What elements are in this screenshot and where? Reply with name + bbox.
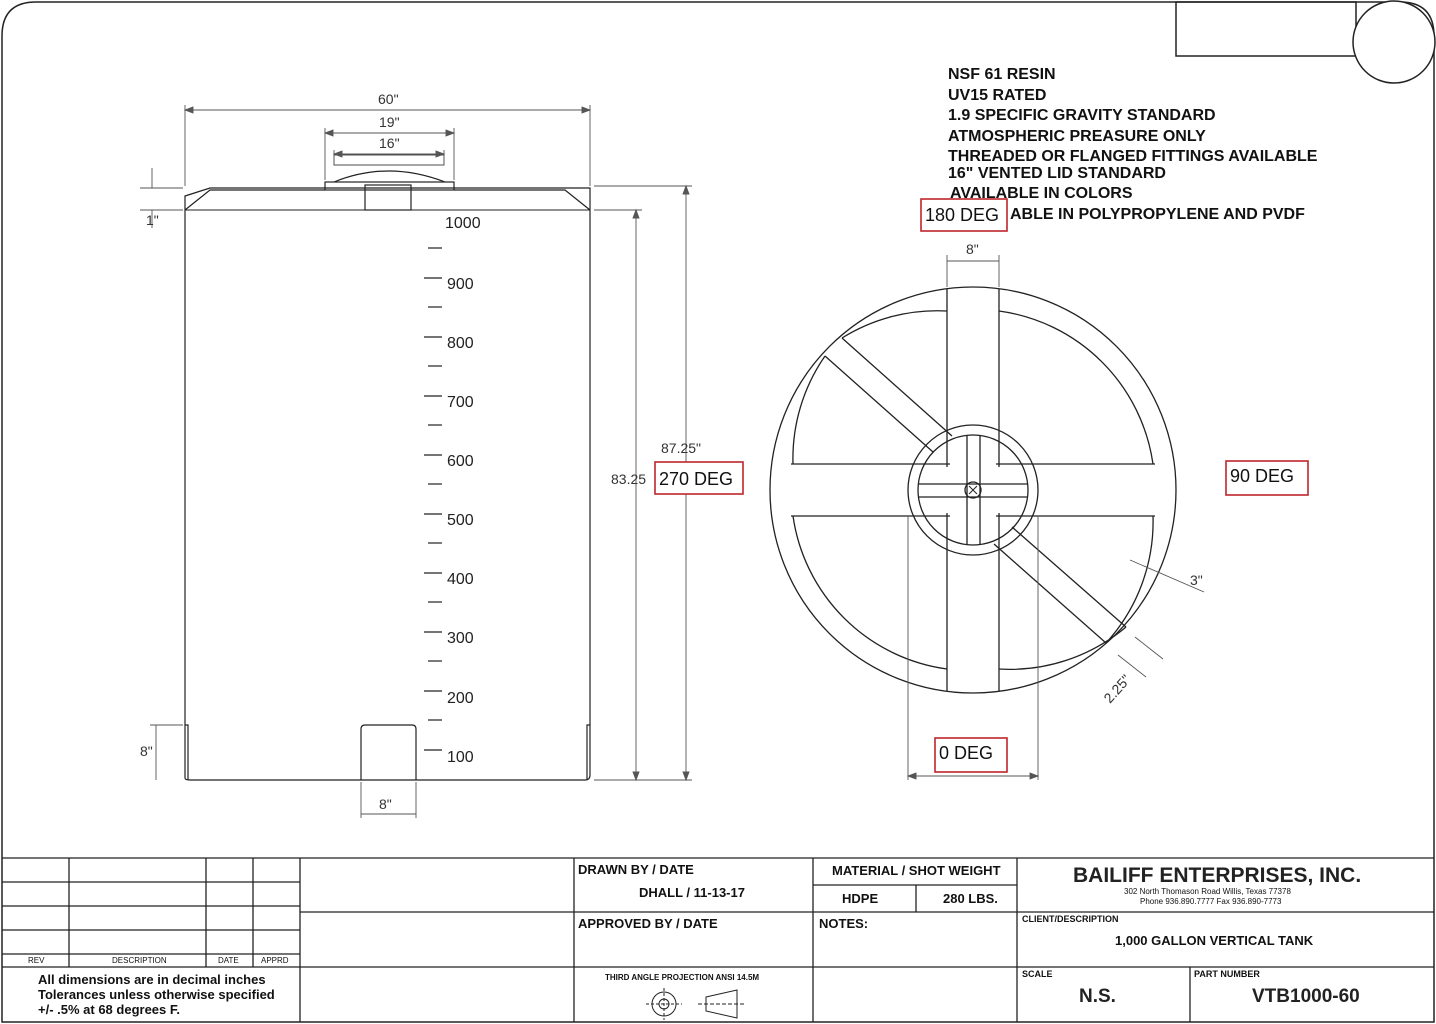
tolerance-line: Tolerances unless otherwise specified: [38, 987, 275, 1002]
tank-top-outline: [184, 187, 591, 210]
dim-rib-spacing: 2.25": [1100, 671, 1133, 706]
rev-description-header: DESCRIPTION: [112, 956, 167, 965]
deg-marker-box: [1225, 460, 1309, 496]
grad-label: 100: [447, 749, 474, 766]
dim-lid-inner: 16": [379, 135, 400, 151]
client-label: CLIENT/DESCRIPTION: [1022, 914, 1119, 924]
tolerance-line: +/- .5% at 68 degrees F.: [38, 1002, 180, 1017]
note-line: 16" VENTED LID STANDARD: [948, 165, 1166, 182]
inner-rim: [792, 310, 1154, 670]
deg-marker-box: [934, 737, 1008, 773]
manway-cross: [918, 435, 1028, 545]
dim-lid-outer: 19": [379, 114, 400, 130]
spec-notes: NSF 61 RESIN UV15 RATED 1.9 SPECIFIC GRA…: [948, 66, 1318, 223]
rib-diagonal: [824, 337, 1127, 644]
note-line: UV15 RATED: [948, 87, 1046, 104]
tolerance-line: All dimensions are in decimal inches: [38, 972, 266, 987]
rev-date-header: DATE: [218, 956, 239, 965]
graduation-ticks: [424, 247, 442, 751]
leg-cutout-center: [360, 724, 417, 780]
grad-label: 300: [447, 630, 474, 647]
manway-neck: [364, 184, 412, 211]
material-value: HDPE: [842, 891, 878, 906]
scale-value: N.S.: [1079, 986, 1116, 1007]
top-view: [769, 286, 1177, 694]
notes-label: NOTES:: [819, 916, 868, 931]
client-value: 1,000 GALLON VERTICAL TANK: [1115, 933, 1314, 948]
company-phone: Phone 936.890.7777 Fax 936.890-7773: [1140, 897, 1282, 906]
tank-outer-circle: [769, 286, 1177, 694]
leg-cutout-left: [185, 724, 189, 780]
dim-rib-width: 8": [966, 241, 979, 257]
deg-270: 270 DEG: [659, 469, 733, 489]
dim-overall-height: 87.25": [661, 440, 701, 456]
projection-symbol-icon: [646, 988, 745, 1020]
drawn-by-label: DRAWN BY / DATE: [578, 862, 694, 877]
corner-box: [1175, 1, 1357, 57]
rev-apprd-header: APPRD: [261, 956, 289, 965]
front-dimension-labels: 60" 19" 16" 1" 87.25" 83.25 8" 8": [140, 91, 701, 812]
grad-label: 600: [447, 453, 474, 470]
grad-label: 200: [447, 690, 474, 707]
title-block: [2, 857, 1434, 1022]
rev-header: REV: [28, 956, 45, 965]
degree-markers: 180 DEG 270 DEG 90 DEG 0 DEG: [654, 198, 1309, 773]
grad-label: 900: [447, 276, 474, 293]
approved-by-label: APPROVED BY / DATE: [578, 916, 718, 931]
part-number-label: PART NUMBER: [1194, 969, 1260, 979]
graduation-labels: 1000 900 800 700 600 500 400 300 200 100: [445, 215, 481, 766]
grad-label: 800: [447, 335, 474, 352]
note-line: THREADED OR FLANGED FITTINGS AVAILABLE: [948, 148, 1318, 165]
front-dimensions: [140, 105, 692, 818]
dim-rim: 3": [1190, 572, 1203, 588]
drawn-by-value: DHALL / 11-13-17: [639, 885, 745, 900]
center-vent: [964, 481, 982, 499]
manway-inner: [917, 434, 1029, 546]
top-dimensions: [906, 255, 1205, 780]
tank-top-shoulder: [184, 189, 591, 211]
dim-leg-width: 8": [379, 796, 392, 812]
company-address: 302 North Thomason Road Willis, Texas 77…: [1124, 887, 1291, 896]
deg-marker-box: [920, 198, 1008, 232]
tank-body-outline: [184, 210, 591, 781]
front-view: [184, 154, 591, 781]
note-line: AVAILABLE IN COLORS: [950, 185, 1133, 202]
material-label: MATERIAL / SHOT WEIGHT: [832, 863, 1001, 878]
grad-label: 500: [447, 512, 474, 529]
title-block-text: REV DESCRIPTION DATE APPRD All dimension…: [28, 862, 1361, 1017]
note-line: NSF 61 RESIN: [948, 66, 1056, 83]
note-line: ATMOSPHERIC PREASURE ONLY: [948, 128, 1206, 145]
dim-leg-height: 8": [140, 743, 153, 759]
dim-width: 60": [378, 91, 399, 107]
grad-label: 1000: [445, 215, 481, 232]
dim-body-height: 83.25: [611, 471, 646, 487]
rib-vertical: [946, 289, 1000, 691]
manway-outer: [907, 424, 1039, 556]
part-number-value: VTB1000-60: [1252, 986, 1360, 1007]
grad-label: 400: [447, 571, 474, 588]
lid-outer: [324, 181, 455, 191]
corner-circle: [1352, 0, 1436, 84]
projection-label: THIRD ANGLE PROJECTION ANSI 14.5M: [605, 973, 759, 982]
company-name: BAILIFF ENTERPRISES, INC.: [1073, 864, 1361, 887]
note-line: 1.9 SPECIFIC GRAVITY STANDARD: [948, 107, 1216, 124]
grad-label: 700: [447, 394, 474, 411]
rib-horizontal: [791, 463, 1155, 517]
note-line: ABLE IN POLYPROPYLENE AND PVDF: [1010, 206, 1305, 223]
scale-label: SCALE: [1022, 969, 1053, 979]
dim-top-offset: 1": [146, 212, 159, 228]
deg-90: 90 DEG: [1230, 466, 1294, 486]
lid-inner-box: [333, 154, 445, 166]
deg-0: 0 DEG: [939, 743, 993, 763]
lid-dome: [333, 170, 446, 183]
deg-180: 180 DEG: [925, 205, 999, 225]
weight-value: 280 LBS.: [943, 891, 998, 906]
leg-cutout-right: [586, 724, 590, 780]
deg-marker-box: [654, 461, 744, 495]
